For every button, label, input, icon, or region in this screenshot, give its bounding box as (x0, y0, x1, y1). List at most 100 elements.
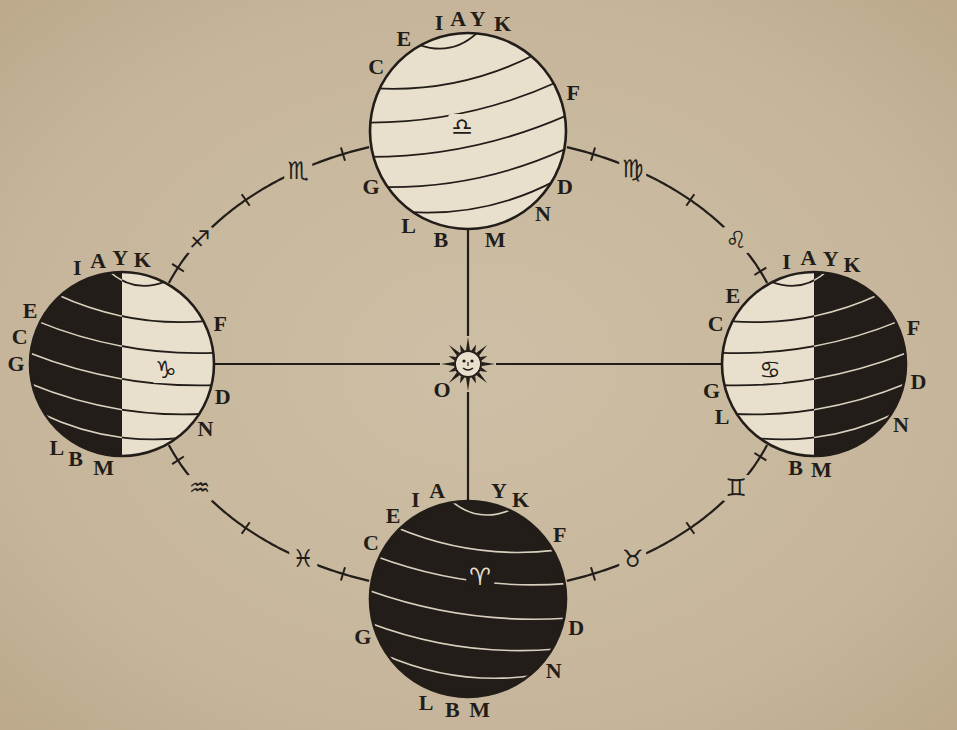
sun-node: O (425, 321, 511, 407)
point-letter: K (512, 489, 529, 511)
latitude-line (368, 623, 557, 660)
earth-globe: IAYKECGFDNLBM♋ (691, 241, 937, 487)
point-letter: M (93, 457, 114, 479)
point-letter: E (386, 505, 401, 527)
night-shadow (30, 272, 122, 456)
sun-eye (462, 359, 465, 362)
point-letter: I (782, 251, 791, 273)
globe-drawing (339, 470, 597, 728)
point-letter: B (445, 699, 460, 721)
point-letter: F (553, 524, 566, 546)
point-letter: D (215, 386, 231, 408)
latitude-line (35, 321, 217, 363)
point-letter: Y (470, 8, 486, 30)
sun-nose (467, 362, 468, 366)
sun-ray (466, 337, 470, 350)
zodiac-sign: ♈ (466, 564, 494, 590)
earth-globe: IAYKECGFDNLBM♑ (0, 241, 245, 487)
latitude-line (109, 272, 165, 290)
point-letter: Y (112, 247, 128, 269)
latitude-line (365, 590, 568, 629)
globe-face (30, 272, 214, 456)
point-letter: F (567, 82, 580, 104)
point-letter: B (434, 229, 449, 251)
globe-outline (370, 501, 566, 697)
globe-outline (370, 33, 566, 229)
latitude-line (374, 556, 569, 594)
earth-globe: IAYKECGFDNLBM♎ (339, 2, 597, 260)
point-letter: B (68, 448, 83, 470)
point-letter: K (843, 254, 860, 276)
zodiac-sign: ♋ (756, 357, 784, 383)
zodiac-sign: ♐ (186, 227, 214, 253)
orbit-arc (567, 445, 767, 581)
point-letter: D (557, 176, 573, 198)
latitude-line (720, 352, 911, 395)
sun-ray-line (214, 363, 440, 365)
latitude-line (25, 352, 216, 395)
globe-drawing (691, 241, 937, 487)
globe-face (370, 33, 566, 229)
point-letter: A (800, 247, 816, 269)
night-shadow (814, 272, 906, 456)
globe-face (370, 501, 566, 697)
point-letter: F (214, 313, 227, 335)
sun-ray (476, 372, 487, 383)
sun-ray (441, 362, 454, 366)
point-letter: D (568, 617, 584, 639)
point-letter: C (12, 326, 28, 348)
sun-letter: O (433, 379, 450, 401)
latitude-line (383, 148, 570, 198)
latitude-line (451, 502, 510, 519)
point-letter: M (811, 459, 832, 481)
latitude-line (55, 295, 207, 331)
zodiac-sign: ♊ (723, 475, 751, 501)
point-letter: A (90, 250, 106, 272)
point-letter: C (708, 313, 724, 335)
orbit-arc (169, 445, 369, 581)
point-letter: E (396, 28, 411, 50)
point-letter: G (362, 176, 379, 198)
globe-face (722, 272, 906, 456)
zodiac-sign: ♌ (723, 227, 751, 253)
zodiac-sign: ♎ (448, 114, 476, 140)
zodiac-sign: ♓ (289, 546, 317, 572)
latitude-line (382, 654, 534, 686)
point-letter: N (198, 418, 214, 440)
earth-globe: IAYKECGFDNLBM♈ (339, 470, 597, 728)
latitude-line (732, 383, 909, 424)
point-letter: B (788, 457, 803, 479)
point-letter: C (363, 532, 379, 554)
sun-eye (470, 359, 473, 362)
point-letter: K (134, 249, 151, 271)
point-letter: A (429, 480, 445, 502)
point-letter: G (703, 380, 720, 402)
latitude-line (719, 321, 901, 363)
point-letter: N (535, 203, 551, 225)
point-letter: I (411, 489, 420, 511)
point-letter: M (485, 229, 506, 251)
point-letter: Y (823, 248, 839, 270)
point-letter: I (435, 12, 444, 34)
point-letter: L (715, 406, 730, 428)
point-letter: L (419, 692, 434, 714)
sun-ray-line (496, 363, 722, 365)
point-letter: G (7, 353, 24, 375)
latitude-bands-night (704, 260, 921, 452)
latitude-line (729, 295, 881, 331)
point-letter: N (546, 660, 562, 682)
point-letter: I (73, 257, 82, 279)
sun-mouth (463, 368, 473, 370)
night-shadow (370, 501, 566, 697)
sun-ray-line (467, 392, 469, 501)
point-letter: K (494, 13, 511, 35)
sun-ray (482, 362, 495, 366)
latitude-line (771, 272, 827, 290)
orbit-arc (169, 147, 369, 283)
latitude-line (26, 383, 203, 424)
sun-ray-line (467, 229, 469, 336)
point-letter: A (450, 8, 466, 30)
